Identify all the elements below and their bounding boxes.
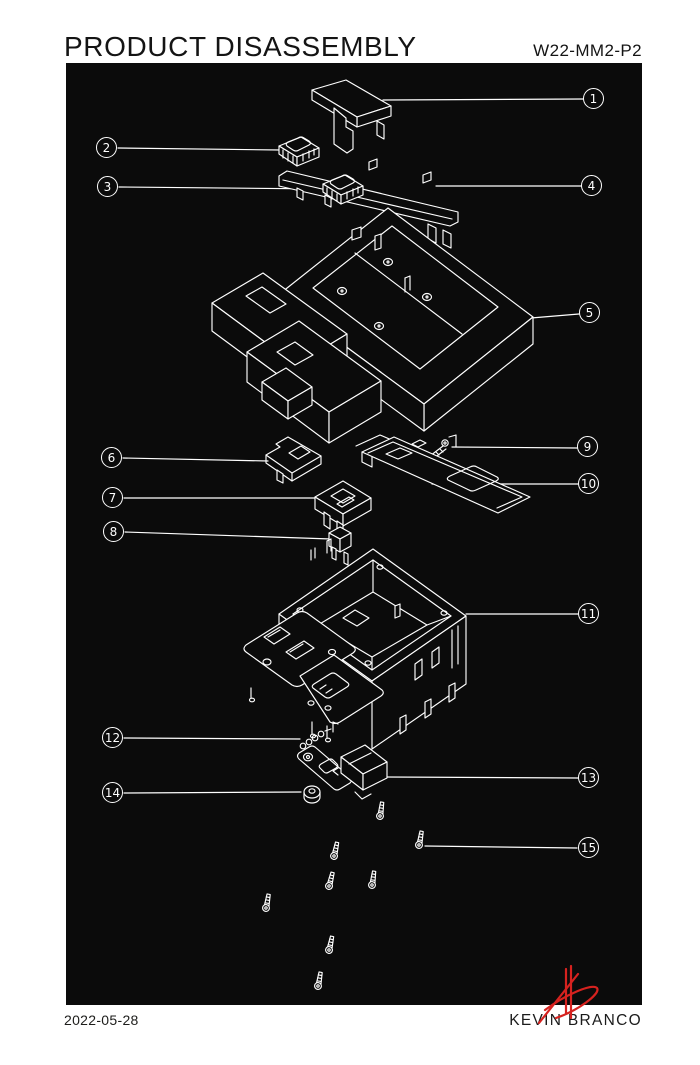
callout-7: 7 xyxy=(102,487,123,508)
callout-5-number: 5 xyxy=(585,305,594,320)
part-14-grommet xyxy=(303,785,321,804)
part-15-screws xyxy=(261,801,426,991)
part-number: W22-MM2-P2 xyxy=(533,41,642,60)
callout-13: 13 xyxy=(578,767,599,788)
part-2-connector-block xyxy=(278,136,320,167)
part-8-small-block xyxy=(328,526,352,566)
callout-2: 2 xyxy=(96,137,117,158)
leader-lines xyxy=(117,98,584,849)
callout-12-number: 12 xyxy=(104,730,121,745)
callout-1-number: 1 xyxy=(589,91,598,106)
part-13-latch-lever xyxy=(296,744,388,800)
callout-10-number: 10 xyxy=(580,476,597,491)
callout-1: 1 xyxy=(583,88,604,109)
date-label: 2022-05-28 xyxy=(64,1012,139,1028)
callout-12: 12 xyxy=(102,727,123,748)
callout-14: 14 xyxy=(102,782,123,803)
part-10-tray-bracket xyxy=(355,434,531,514)
callout-4: 4 xyxy=(581,175,602,196)
callout-14-number: 14 xyxy=(104,785,121,800)
callout-10: 10 xyxy=(578,473,599,494)
callout-13-number: 13 xyxy=(580,770,597,785)
kevin-branco-logo xyxy=(537,964,599,1025)
callout-5: 5 xyxy=(579,302,600,323)
callout-8-number: 8 xyxy=(109,524,118,539)
part-12-spring-screw xyxy=(299,721,339,750)
part-11-lower-housing xyxy=(243,538,467,750)
part-1-top-cover-bracket xyxy=(311,79,392,154)
callout-6-number: 6 xyxy=(107,450,116,465)
callout-7-number: 7 xyxy=(108,490,117,505)
callout-9-number: 9 xyxy=(583,439,592,454)
callout-9: 9 xyxy=(577,436,598,457)
callout-2-number: 2 xyxy=(102,140,111,155)
page-title: PRODUCT DISASSEMBLY xyxy=(64,31,417,62)
callout-15-number: 15 xyxy=(580,840,597,855)
author-name: KEVIN BRANCO xyxy=(509,1012,642,1029)
exploded-view-drawing xyxy=(117,79,584,991)
callout-15: 15 xyxy=(578,837,599,858)
callout-6: 6 xyxy=(101,447,122,468)
callout-11: 11 xyxy=(578,603,599,624)
callout-11-number: 11 xyxy=(580,606,597,621)
part-5-upper-housing xyxy=(211,207,534,444)
callout-8: 8 xyxy=(103,521,124,542)
callout-4-number: 4 xyxy=(587,178,596,193)
part-6-small-bracket xyxy=(265,436,322,484)
callout-3-number: 3 xyxy=(103,179,112,194)
callout-3: 3 xyxy=(97,176,118,197)
